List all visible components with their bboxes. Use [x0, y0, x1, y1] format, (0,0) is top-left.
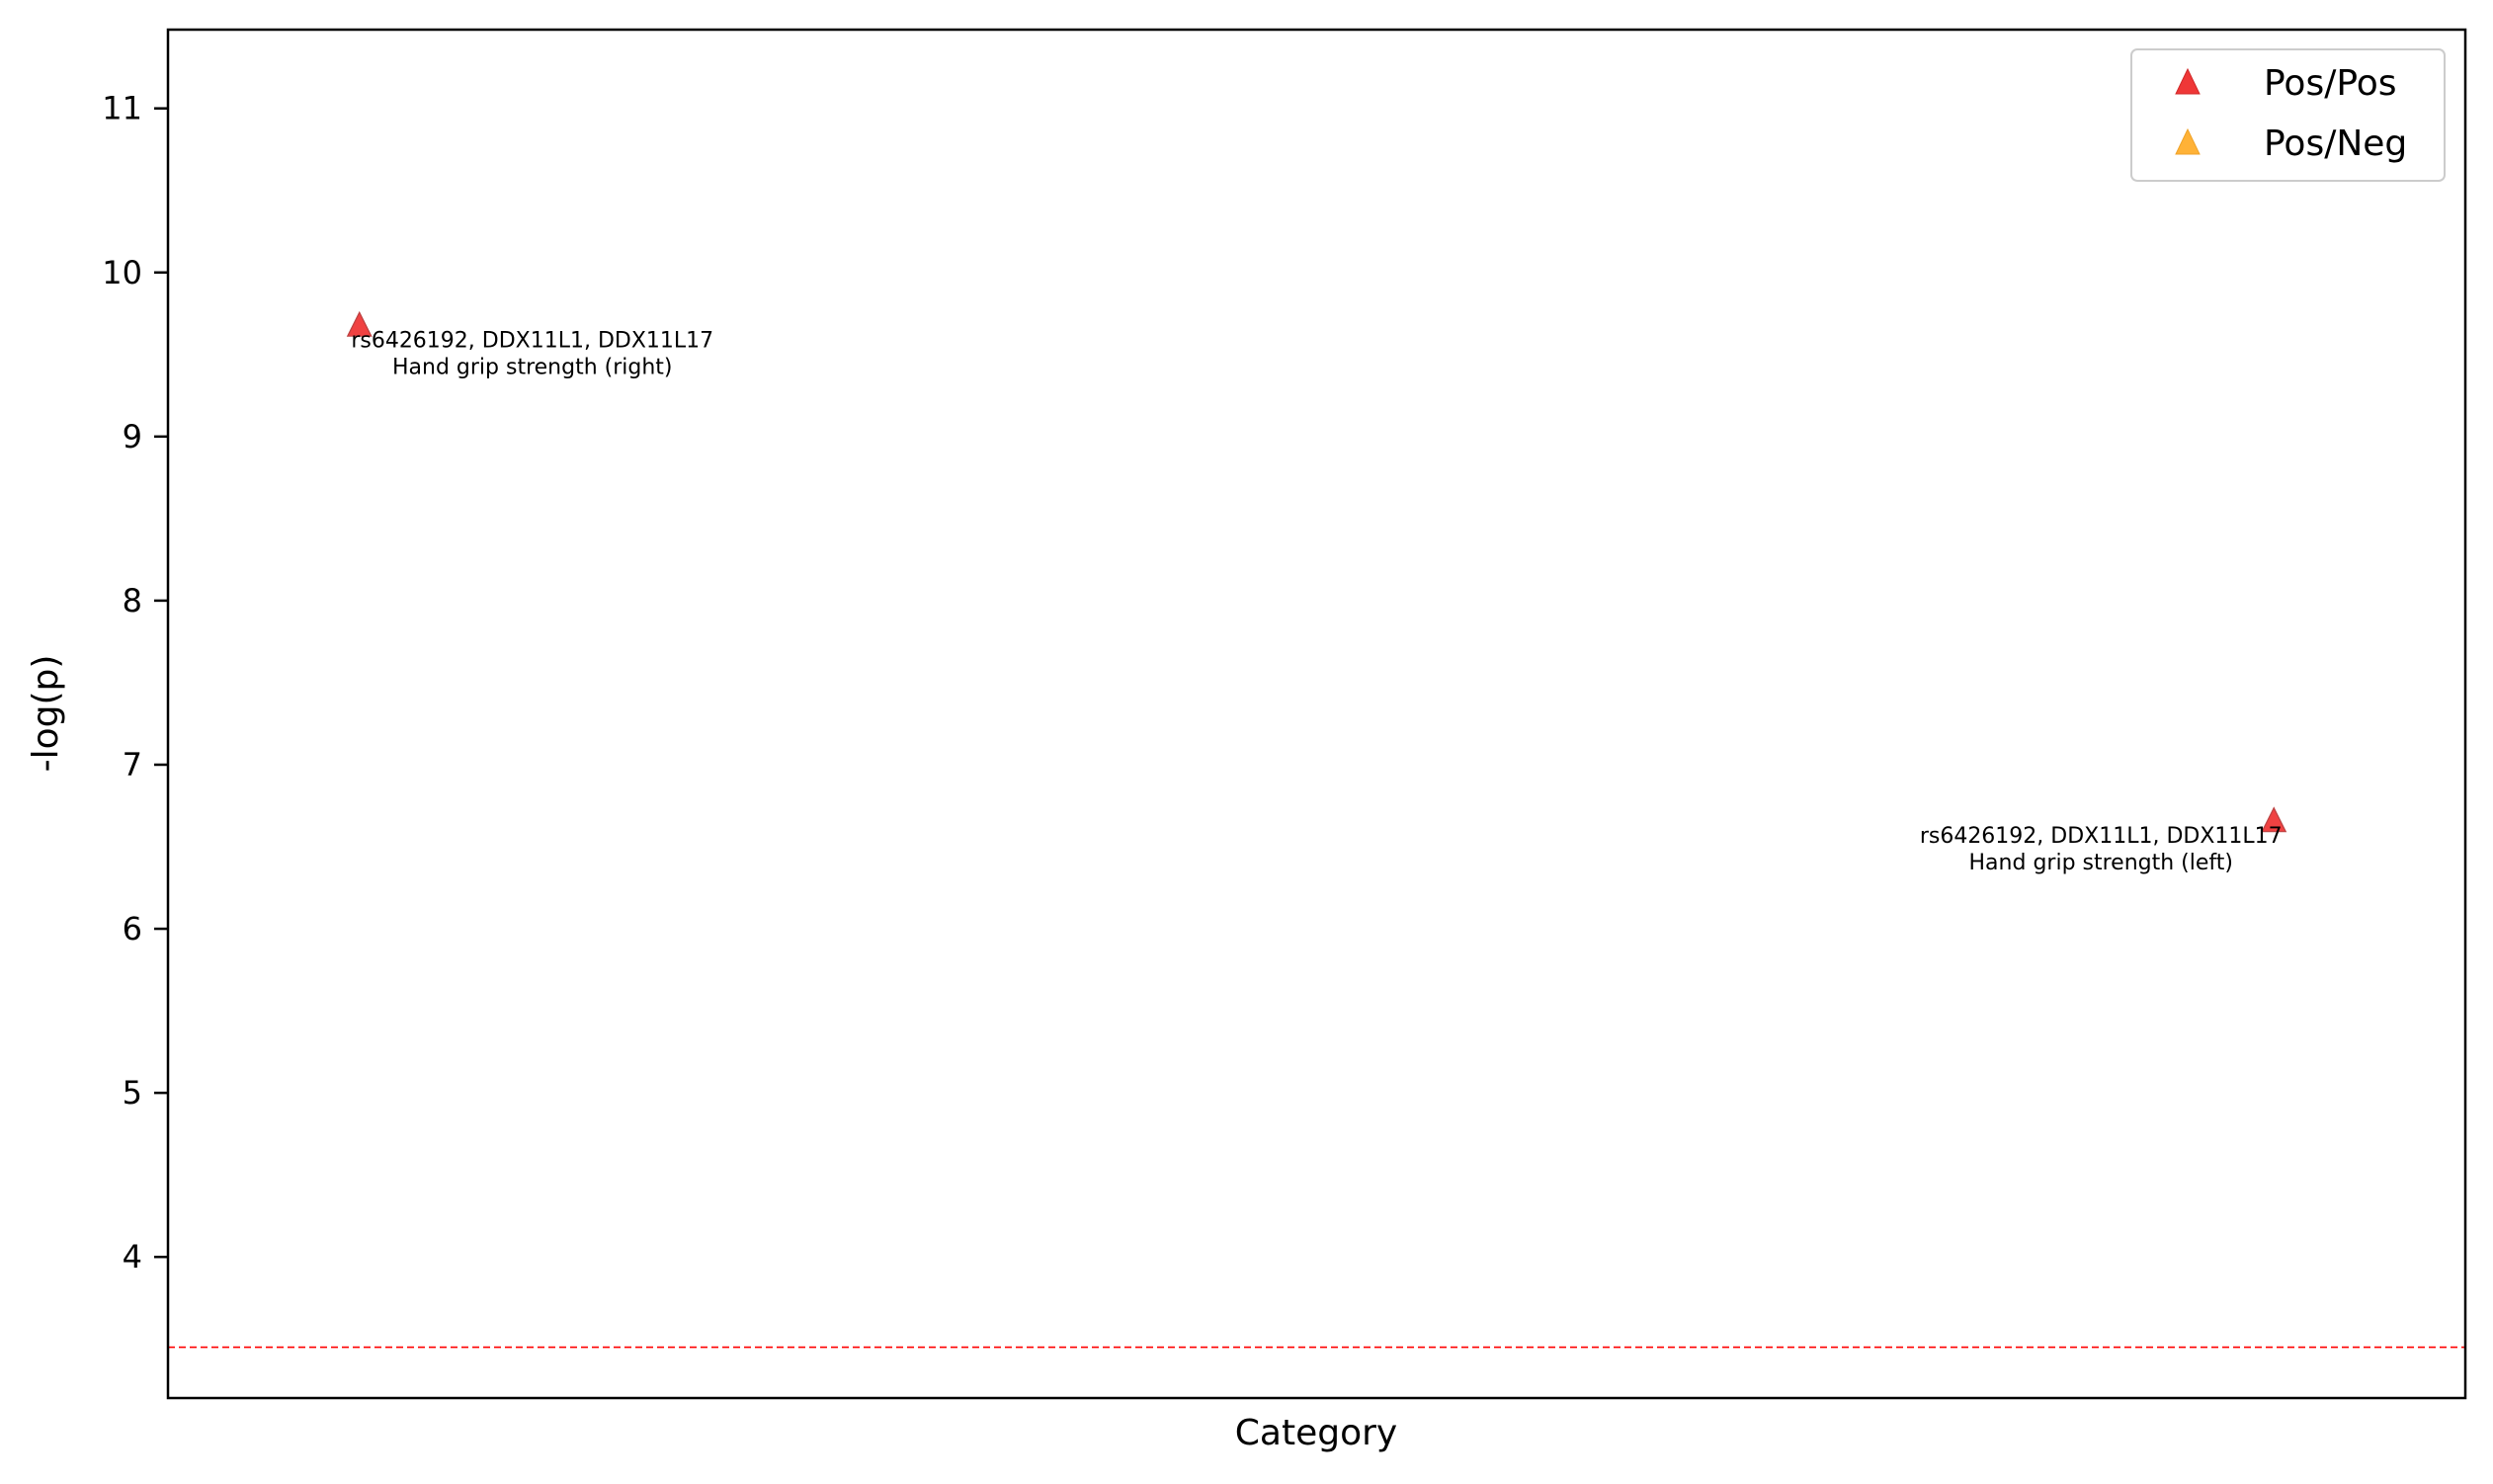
- y-tick-label-9: 9: [123, 418, 142, 455]
- points-layer: [346, 310, 2287, 833]
- legend-marker-pos-neg: [2175, 127, 2201, 155]
- y-tick-label-7: 7: [123, 746, 142, 783]
- point-label-trait-0: Hand grip strength (right): [392, 356, 673, 380]
- point-label-trait-1: Hand grip strength (left): [1969, 851, 2233, 875]
- plot-area: [168, 30, 2465, 1398]
- point-label-snp-0: rs6426192, DDX11L1, DDX11L17: [351, 329, 713, 354]
- y-tick-label-8: 8: [123, 582, 142, 619]
- legend: Pos/Pos Pos/Neg: [2130, 48, 2446, 182]
- plot-frame: [166, 28, 2467, 1400]
- y-tick-label-4: 4: [123, 1238, 142, 1276]
- y-axis: 4 5 6 7 8 9 10 11: [102, 90, 168, 1276]
- legend-label-pos-pos: Pos/Pos: [2264, 63, 2397, 104]
- point-label-snp-1: rs6426192, DDX11L1, DDX11L17: [1920, 824, 2283, 849]
- legend-frame: [2130, 48, 2446, 182]
- y-axis-label: -log(p): [26, 655, 66, 773]
- legend-marker-pos-pos: [2175, 67, 2201, 95]
- y-tick-label-10: 10: [102, 254, 142, 291]
- y-tick-label-5: 5: [123, 1074, 142, 1112]
- x-axis-label: Category: [1235, 1413, 1397, 1453]
- data-point-0-0: [346, 310, 373, 337]
- data-point-0-1: [2261, 806, 2287, 833]
- legend-label-pos-neg: Pos/Neg: [2264, 124, 2407, 164]
- y-tick-label-11: 11: [102, 90, 142, 127]
- y-tick-label-6: 6: [123, 910, 142, 948]
